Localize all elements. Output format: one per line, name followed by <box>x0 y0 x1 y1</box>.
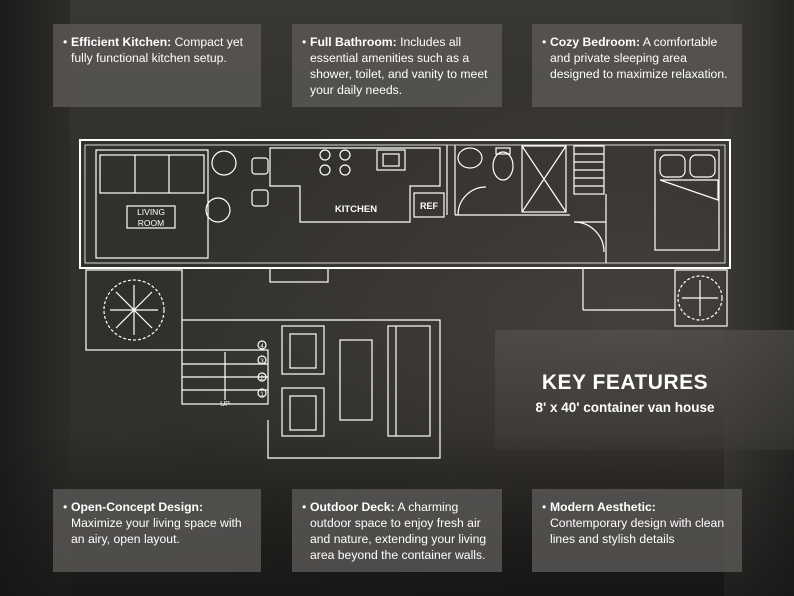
stair-step-number: 4 <box>260 344 264 350</box>
sink-icon <box>457 147 483 169</box>
refrigerator <box>413 192 445 218</box>
feature-text: Includes all essential amenities such as… <box>310 35 488 97</box>
feature-text: A comfortable and private sleeping area … <box>550 35 728 81</box>
label-up: UP <box>220 401 230 408</box>
feature-text: A charming outdoor space to enjoy fresh … <box>310 500 487 562</box>
label-ref: REF <box>420 201 439 211</box>
deck-outline <box>182 319 441 459</box>
feature-title: Outdoor Deck: <box>310 500 395 514</box>
tree-icon <box>103 279 165 341</box>
stair-step-number: 3 <box>260 359 264 365</box>
stair-step-number: 1 <box>260 392 264 398</box>
feature-efficient-kitchen: • Efficient Kitchen: Compact yet fully f… <box>53 24 261 107</box>
feature-outdoor-deck: • Outdoor Deck: A charming outdoor space… <box>292 489 502 572</box>
feature-title: Modern Aesthetic: <box>550 500 656 514</box>
bed <box>654 149 720 251</box>
feature-text: Contemporary design with clean lines and… <box>550 516 725 546</box>
feature-cozy-bedroom: • Cozy Bedroom: A comfortable and privat… <box>532 24 742 107</box>
feature-title: Open-Concept Design: <box>71 500 204 514</box>
feature-modern-aesthetic: • Modern Aesthetic: Contemporary design … <box>532 489 742 572</box>
label-living-2: ROOM <box>138 218 164 228</box>
feature-text: Compact yet fully functional kitchen set… <box>71 35 244 65</box>
toilet-icon <box>492 151 514 181</box>
label-living-1: LIVING <box>137 207 165 217</box>
living-room-area <box>95 149 209 259</box>
coffee-table <box>339 339 373 421</box>
key-features-title: KEY FEATURES <box>541 371 709 394</box>
deck-chair <box>281 325 325 375</box>
planter-right <box>674 269 728 327</box>
tree-icon <box>677 275 723 321</box>
key-features-subtitle: 8' x 40' container van house <box>535 400 715 415</box>
side-table <box>205 197 231 223</box>
plant-icon <box>211 150 237 176</box>
feature-title: Cozy Bedroom: <box>550 35 641 49</box>
container-outline <box>79 139 731 269</box>
shower <box>521 145 567 213</box>
feature-title: Efficient Kitchen: <box>71 35 172 49</box>
label-kitchen: KITCHEN <box>335 204 377 215</box>
feature-title: Full Bathroom: <box>310 35 397 49</box>
stair-step-number: 2 <box>260 376 264 382</box>
feature-full-bathroom: • Full Bathroom: Includes all essential … <box>292 24 502 107</box>
deck-chair <box>281 387 325 437</box>
feature-text: Maximize your living space with an airy,… <box>71 516 242 546</box>
kitchen-counter <box>269 147 441 223</box>
feature-open-concept: • Open-Concept Design: Maximize your liv… <box>53 489 261 572</box>
planter-left <box>85 269 183 351</box>
deck-sofa <box>387 325 431 437</box>
